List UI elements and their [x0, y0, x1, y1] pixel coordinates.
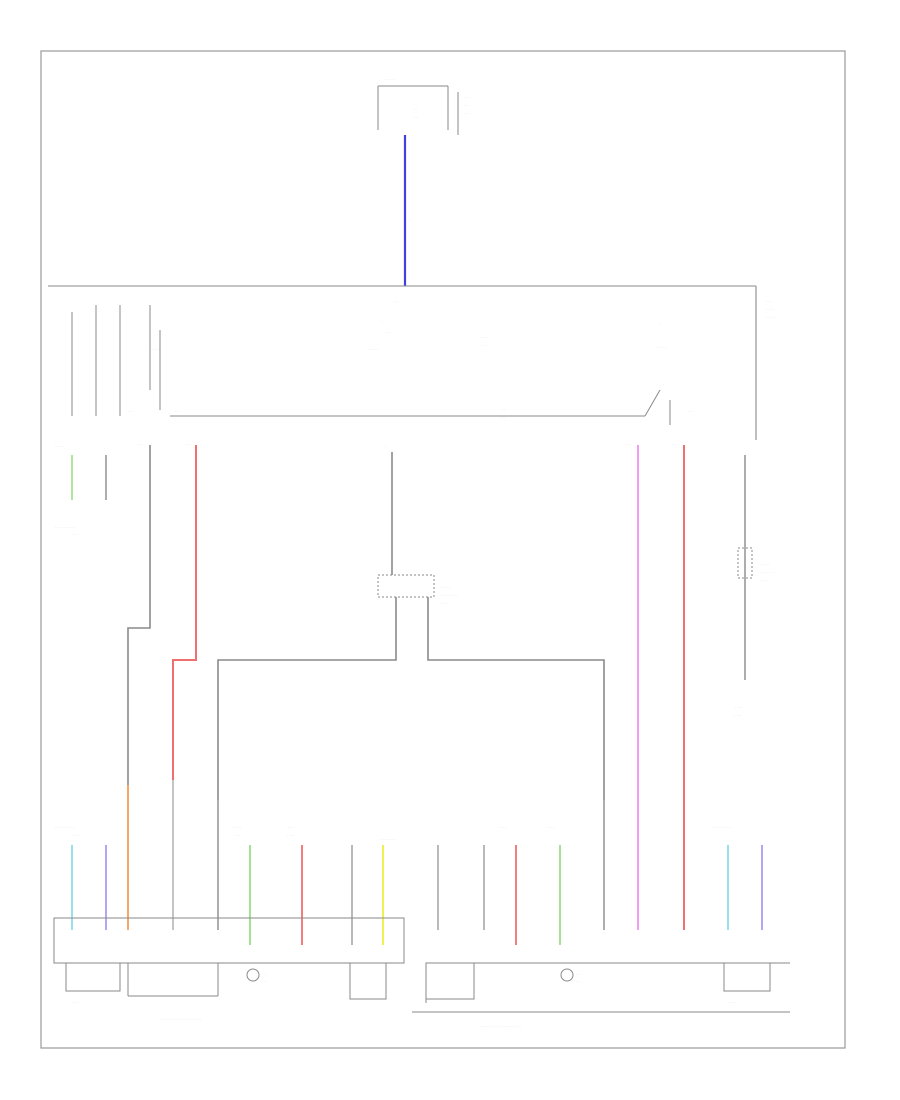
svg-text:· ·: · · — [658, 322, 661, 326]
svg-text:· · · · · · · · · · · · · · ·: · · · · · · · · · · · · · · · · · · · · … — [160, 1017, 201, 1021]
svg-text:· · · · · · ·: · · · · · · · — [440, 585, 452, 589]
svg-text:· · · · · · ·: · · · · · · · — [148, 347, 160, 351]
svg-text:· · · ·: · · · · — [234, 833, 241, 837]
svg-text:· · · · ·: · · · · · — [498, 825, 506, 829]
right-switch-contacts — [644, 389, 671, 425]
svg-text:· · ·: · · · — [175, 409, 180, 413]
svg-text:· · ·: · · · — [138, 442, 143, 446]
diagram-frame — [40, 50, 846, 1049]
svg-text:· · · · · ·: · · · · · · — [385, 77, 395, 81]
svg-text:· · ·: · · · — [128, 409, 133, 413]
svg-text:· · · · · · · · · · ·: · · · · · · · · · · · — [55, 825, 74, 829]
svg-text:· · · · ·: · · · · · — [70, 532, 78, 536]
right-harness-circle — [560, 968, 574, 982]
svg-text:·· · ·· ·: ·· · ·· · — [55, 444, 64, 448]
svg-text:· · ·: · · · — [688, 409, 693, 413]
svg-text:· · ·: · · · — [500, 415, 505, 419]
wire-gray-center-left — [217, 597, 397, 800]
svg-text:· · ·: · · · — [625, 442, 630, 446]
svg-text:· · · ·: · · · · — [462, 103, 469, 107]
svg-text:· · · · ·: · · · · · — [233, 825, 241, 829]
svg-text:· · · · ·: · · · · · — [462, 111, 470, 115]
svg-text:· ·: · · — [408, 217, 411, 221]
svg-text:· · · · · · · · · · ·: · · · · · · · · · · · — [712, 825, 731, 829]
left-switch-contacts — [71, 305, 161, 416]
right-harness-box — [412, 962, 790, 1013]
svg-text:· · · · ·: · · · · · — [440, 601, 448, 605]
svg-text:· · · ·: · · · · — [480, 343, 487, 347]
svg-text:· · · · ·: · · · · · — [728, 1000, 736, 1004]
svg-text:· · ·: · · · — [393, 299, 398, 303]
svg-text:· · · ·: · · · · — [287, 833, 294, 837]
svg-text:· · · · · ·: · · · · · · — [760, 562, 770, 566]
svg-text:· · · · ·: · · · · · — [760, 578, 768, 582]
svg-text:· · · ·: · · · · — [735, 705, 742, 709]
svg-text:· · · ·: · · · · — [412, 115, 419, 119]
wire-red-left-main — [172, 445, 197, 780]
right-sensor-component — [737, 547, 753, 579]
svg-text:· · · · · ·: · · · · · · — [70, 833, 80, 837]
switch-assembly — [48, 285, 757, 440]
svg-text:· · · ·: · · · · — [765, 299, 772, 303]
svg-text:· · · ·: · · · · — [500, 407, 507, 411]
svg-text:· · · · · · · ·: · · · · · · · · — [760, 570, 774, 574]
svg-text:· · ·: · · · — [262, 979, 267, 983]
svg-text:· · ·: · · · — [672, 442, 677, 446]
svg-text:· · · · ·: · · · · · — [70, 1000, 78, 1004]
left-harness-circle — [246, 968, 260, 982]
svg-text:· ·: · · — [380, 319, 383, 323]
svg-text:· · · · · · · · · ·: · · · · · · · · · · — [440, 593, 458, 597]
svg-text:· · · · · · · · · · ·: · · · · · · · · · · · — [55, 525, 74, 529]
svg-text:· · · · ·: · · · · · — [480, 335, 488, 339]
svg-text:· · · · · · · · · · · · · · ·: · · · · · · · · · · · · · · · · · · · · … — [480, 1024, 521, 1028]
svg-text:· · · · ·: · · · · · — [765, 307, 773, 311]
svg-text:· · · · · ·: · · · · · · — [765, 315, 775, 319]
wire-gray-center-right — [427, 597, 605, 800]
svg-text:· · ·: · · · — [576, 972, 581, 976]
svg-text:· · · · · · ·: · · · · · · · — [368, 347, 380, 351]
left-harness-box — [53, 917, 405, 1000]
center-junction-component — [377, 574, 435, 598]
svg-text:· · ·: · · · — [386, 330, 391, 334]
top-source-component — [377, 85, 459, 135]
svg-text:· · · · · · · · · ·: · · · · · · · · · · — [378, 837, 396, 841]
svg-text:· · ·: · · · — [262, 972, 267, 976]
svg-text:· · · · ·: · · · · · — [286, 825, 294, 829]
svg-text:· · ·: · · · — [382, 444, 387, 448]
wire-gray-left-main — [127, 445, 151, 785]
svg-text:·: · — [663, 382, 664, 386]
svg-text:· · · · ·: · · · · · — [733, 713, 741, 717]
svg-text:· · ·: · · · — [576, 979, 581, 983]
svg-text:· · · · ·: · · · · · — [546, 825, 554, 829]
svg-text:· · ·: · · · — [185, 442, 190, 446]
svg-text:· · · · ·: · · · · · — [462, 95, 470, 99]
svg-text:· · · · · · ·: · · · · · · · — [656, 345, 668, 349]
svg-text:· · ·: · · · — [412, 107, 417, 111]
